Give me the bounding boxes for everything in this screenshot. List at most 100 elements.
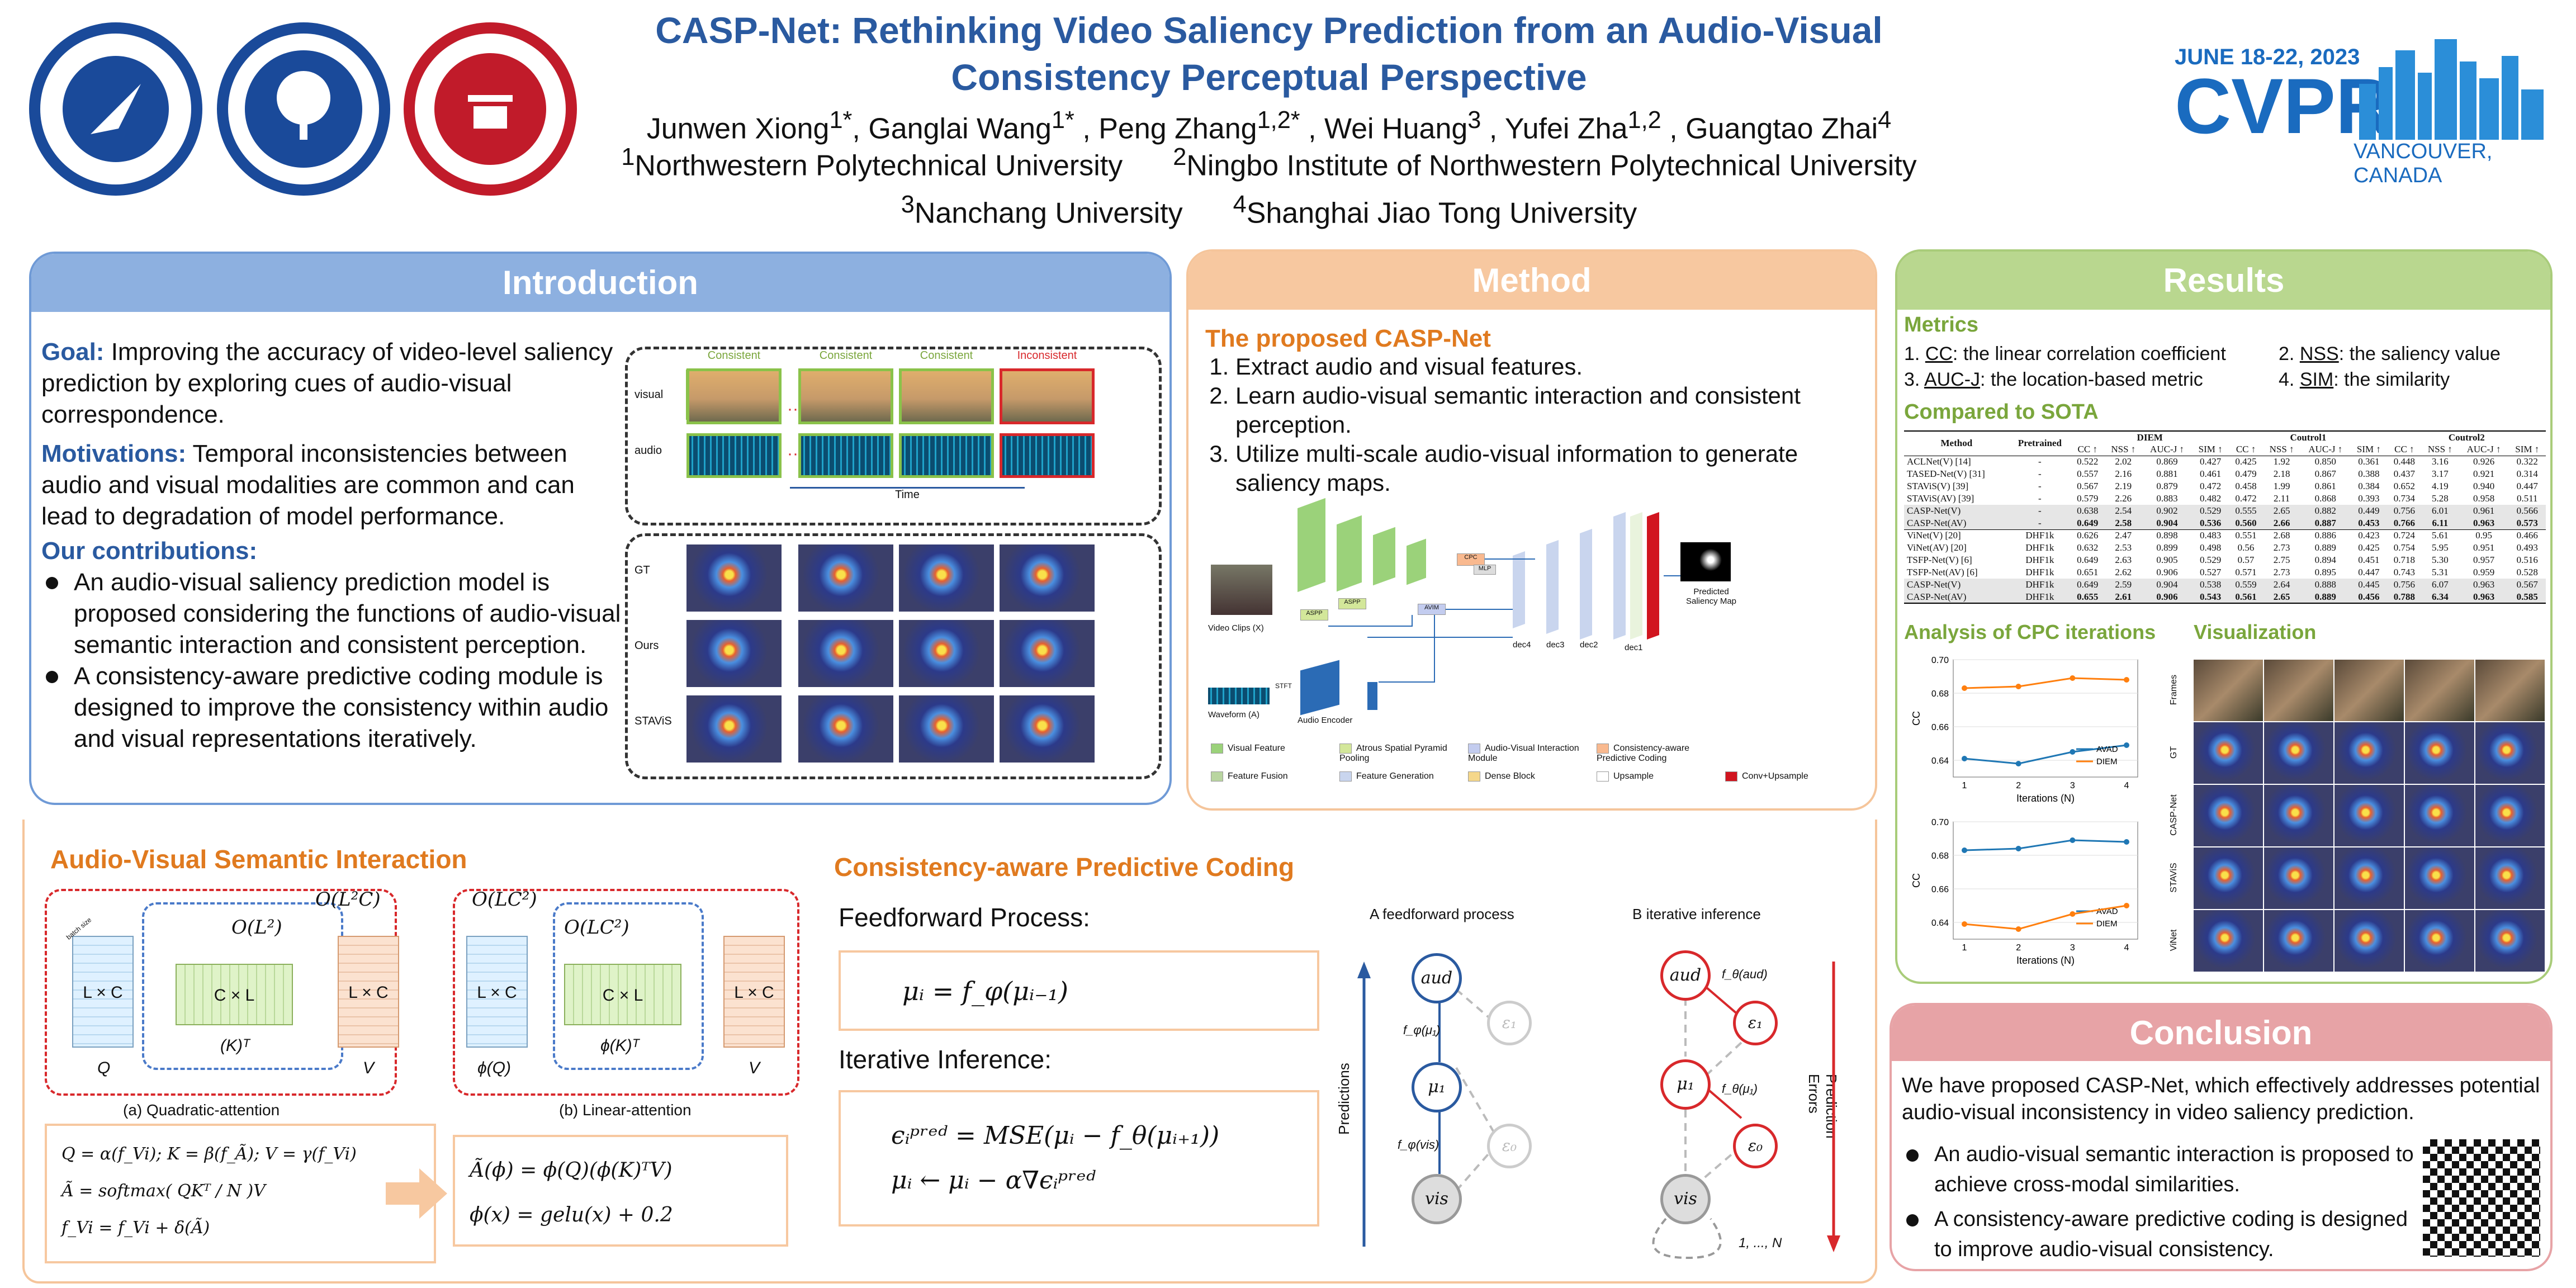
y-axis-label: CC: [1911, 873, 1922, 888]
legend-label: DIEM: [2096, 757, 2118, 766]
saliency-map: [2475, 785, 2545, 846]
time-axis: Time: [790, 487, 1025, 501]
consistency-label: Consistent: [920, 349, 973, 362]
saliency-map: [2475, 722, 2545, 784]
linear-attention-figure: O(LC²) O(LC²) L × C C × L L × C ϕ(Q) ϕ(K…: [453, 888, 799, 1096]
consistency-figure: Consistent······Consistent······Consiste…: [625, 347, 1162, 525]
x-tick-label: 4: [2124, 781, 2129, 790]
author-name: Wei Huang: [1324, 112, 1468, 145]
method-step: Extract audio and visual features.: [1235, 352, 1865, 381]
saliency-map: [2405, 910, 2474, 972]
audio-frame: [686, 433, 782, 478]
conclusion-panel: Conclusion We have proposed CASP-Net, wh…: [1890, 1003, 2553, 1271]
saliency-map: [2405, 847, 2474, 909]
saliency-map: [2334, 847, 2404, 909]
results-panel: Results Metrics 1. CC: the linear correl…: [1895, 249, 2553, 984]
y-axis-label: CC: [1911, 711, 1922, 726]
method-detail-panel: [22, 820, 1877, 1284]
node-mu1-b: μ₁: [1660, 1059, 1711, 1110]
metric-item: 3. AUC-J: the location-based metric: [1904, 369, 2203, 390]
node-mu1: μ₁: [1412, 1062, 1462, 1112]
saliency-map: [798, 544, 893, 612]
cpc-analysis-title: Analysis of CPC iterations: [1904, 621, 2156, 643]
data-point: [2124, 839, 2129, 845]
node-e1-b: ε₁: [1733, 1001, 1778, 1045]
saliency-map: [899, 620, 994, 687]
legend-label: AVAD: [2096, 745, 2118, 754]
data-point: [2070, 675, 2076, 681]
node-e0-b: ε₀: [1733, 1124, 1778, 1168]
data-point: [2124, 677, 2129, 683]
legend-item: Upsample: [1597, 771, 1725, 782]
author-list: Junwen Xiong1*, Ganglai Wang1* , Peng Zh…: [646, 107, 1892, 145]
data-point: [2015, 684, 2021, 689]
saliency-map: [1000, 544, 1095, 612]
saliency-map: [2264, 722, 2333, 784]
x-tick-label: 2: [2016, 781, 2021, 790]
node-vis: vis: [1412, 1174, 1462, 1224]
motivations-text: Temporal inconsistencies between audio a…: [41, 440, 575, 530]
method-subtitle: The proposed CASP-Net: [1205, 325, 1491, 352]
saliency-map: [2264, 785, 2333, 846]
goal-text: Improving the accuracy of video-level sa…: [41, 338, 613, 428]
data-point: [2070, 749, 2076, 755]
visual-frame: [1000, 368, 1095, 424]
saliency-map: [2334, 785, 2404, 846]
conclusion-bullet: A consistency-aware predictive coding is…: [1902, 1204, 2416, 1265]
contribution-item: A consistency-aware predictive coding mo…: [41, 661, 623, 755]
audio-frame: [1000, 433, 1095, 478]
saliency-map: [2405, 785, 2474, 846]
vis-row-label: ViNet: [2169, 929, 2179, 951]
y-tick-label: 0.70: [1931, 656, 1949, 665]
avsi-equations-left: Q = α(f_Vi); K = β(f_Ã); V = γ(f_Vi)Ã = …: [45, 1124, 436, 1263]
saliency-map: [2264, 847, 2333, 909]
contribution-item: An audio-visual saliency prediction mode…: [41, 567, 623, 661]
conclusion-heading: Conclusion: [1892, 1005, 2550, 1061]
legend-item: Audio-Visual Interaction Module: [1468, 744, 1579, 764]
y-tick-label: 0.64: [1931, 756, 1949, 766]
y-tick-label: 0.66: [1931, 723, 1949, 732]
feedforward-equation: μᵢ = f_φ(μᵢ₋₁): [839, 950, 1319, 1031]
saliency-map: [2475, 847, 2545, 909]
title-line-1: CASP-Net: Rethinking Video Saliency Pred…: [655, 10, 1883, 51]
video-frame: [2264, 660, 2333, 721]
ncu-logo: [217, 22, 390, 196]
affiliation-3: Nanchang University: [914, 197, 1183, 230]
node-aud-b: aud: [1660, 950, 1711, 1001]
y-tick-label: 0.70: [1931, 818, 1949, 827]
consistency-label: Consistent: [819, 349, 873, 362]
data-point: [1962, 921, 1967, 927]
visualization-title: Visualization: [2194, 621, 2317, 643]
motivations-label: Motivations:: [41, 440, 187, 467]
author-name: Guangtao Zhai: [1685, 112, 1878, 145]
architecture-diagram: Video Clips (X) ASPP ASPP AVIM CPC MLP P…: [1200, 498, 1871, 799]
visual-frame: [798, 368, 893, 424]
sota-title: Compared to SOTA: [1904, 400, 2099, 424]
data-point: [2070, 837, 2076, 843]
row-label: GT: [634, 564, 650, 576]
legend-item: Conv+Upsample: [1725, 771, 1854, 782]
cpc-heading: Consistency-aware Predictive Coding: [834, 853, 1295, 882]
row-label: audio: [634, 444, 662, 457]
saliency-map: [1000, 695, 1095, 763]
vis-row-label: Frames: [2169, 674, 2179, 705]
legend-label: DIEM: [2096, 919, 2118, 929]
series-line: [1964, 905, 2127, 930]
video-frame: [2475, 660, 2545, 721]
y-tick-label: 0.68: [1931, 851, 1949, 861]
x-tick-label: 1: [1962, 781, 1967, 790]
method-heading: Method: [1188, 252, 1875, 310]
metric-item: 2. NSS: the saliency value: [2279, 343, 2501, 364]
introduction-panel: Introduction Goal: Improving the accurac…: [29, 252, 1172, 805]
series-line: [1964, 744, 2127, 765]
row-label: visual: [634, 389, 664, 401]
saliency-map: [899, 695, 994, 763]
saliency-map: [686, 620, 782, 687]
